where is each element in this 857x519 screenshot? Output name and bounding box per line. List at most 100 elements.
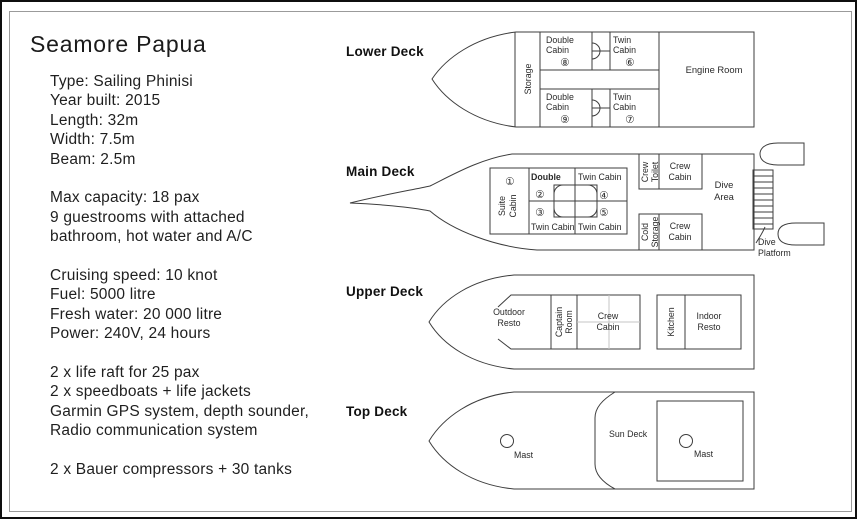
kitchen-label: Kitchen bbox=[666, 307, 676, 336]
double-cabin-9-label: Double bbox=[546, 92, 574, 102]
bathroom-walls-aft bbox=[591, 89, 611, 127]
twin-cabin-6-label: Twin bbox=[613, 35, 631, 45]
crew-cabin-aft-label: Crew bbox=[670, 221, 691, 231]
captain-room-label: Captain bbox=[554, 307, 564, 337]
ladder-rungs bbox=[753, 175, 773, 225]
dive-area-label: Area bbox=[714, 191, 735, 202]
suite-cabin-number: ① bbox=[505, 176, 514, 188]
storage-label: Storage bbox=[523, 63, 533, 94]
twin-cabin-3-label: Twin Cabin bbox=[531, 222, 575, 232]
captain-room-label: Room bbox=[564, 310, 574, 333]
twin-cabin-7-label: Twin bbox=[613, 92, 631, 102]
door-arcs-aft bbox=[591, 99, 601, 117]
spec-line: Fresh water: 20 000 litre bbox=[50, 305, 223, 323]
mast-fore bbox=[500, 434, 514, 448]
upper-deck-hull bbox=[428, 274, 755, 370]
spec-line: Max capacity: 18 pax bbox=[50, 189, 200, 207]
speedboat-fore bbox=[759, 142, 805, 166]
spec-line: Beam: 2.5m bbox=[50, 150, 136, 168]
spec-list: Type: Sailing Phinisi Year built: 2015 L… bbox=[50, 72, 340, 479]
main-deck: Main Deck ① Suite Cabin Double ② Twin Ca… bbox=[346, 142, 825, 258]
shared-bathroom-block bbox=[553, 184, 598, 218]
spec-group-safety: 2 x life raft for 25 pax 2 x speedboats … bbox=[50, 363, 340, 441]
upper-deck: Upper Deck Outdoor Resto Captain Room Cr… bbox=[346, 274, 755, 370]
spec-line: Year built: 2015 bbox=[50, 92, 161, 110]
crew-cabin-fore-label: Cabin bbox=[669, 172, 692, 182]
boat-title: Seamore Papua bbox=[30, 31, 207, 57]
spec-line: Type: Sailing Phinisi bbox=[50, 73, 193, 90]
lower-deck-hull bbox=[431, 31, 755, 128]
spec-line: Cruising speed: 10 knot bbox=[50, 267, 218, 285]
outdoor-resto-boundary bbox=[497, 294, 551, 350]
crew-toilet-label: Toilet bbox=[650, 161, 660, 182]
bathroom-walls-fore bbox=[591, 32, 611, 70]
cabin-7-number: ⑦ bbox=[625, 114, 634, 126]
twin-cabin-5-label: Twin Cabin bbox=[578, 222, 622, 232]
top-deck-hull bbox=[428, 391, 755, 490]
cabin-5-number: ⑤ bbox=[599, 207, 608, 219]
double-cabin-8-label: Cabin bbox=[546, 45, 569, 55]
spec-line: 9 guestrooms with attached bbox=[50, 208, 245, 226]
double-cabin-2-label: Double bbox=[531, 172, 561, 182]
cabin-9-number: ⑨ bbox=[560, 114, 569, 126]
mast-fore-label: Mast bbox=[514, 450, 534, 460]
spec-line: Width: 7.5m bbox=[50, 131, 135, 149]
spec-group-performance: Cruising speed: 10 knot Fuel: 5000 litre… bbox=[50, 266, 340, 344]
spec-group-dimensions: Type: Sailing Phinisi Year built: 2015 L… bbox=[50, 72, 340, 169]
twin-cabin-7-label: Cabin bbox=[613, 102, 636, 112]
spec-line: Power: 240V, 24 hours bbox=[50, 325, 211, 343]
spec-line: Garmin GPS system, depth sounder, bbox=[50, 402, 310, 420]
spec-group-diving: 2 x Bauer compressors + 30 tanks bbox=[50, 460, 340, 479]
indoor-resto-label: Indoor bbox=[697, 311, 722, 321]
twin-cabin-6-label: Cabin bbox=[613, 45, 636, 55]
cabin-3-number: ③ bbox=[535, 207, 544, 219]
crew-cabin-inner-lines bbox=[577, 295, 640, 349]
dive-area-label: Dive bbox=[715, 179, 734, 190]
engine-room-label: Engine Room bbox=[686, 64, 743, 75]
spec-group-capacity: Max capacity: 18 pax 9 guestrooms with a… bbox=[50, 188, 340, 246]
indoor-resto-label: Resto bbox=[698, 322, 721, 332]
kitchen-resto-block bbox=[656, 294, 742, 350]
sun-deck-inner-rect bbox=[656, 400, 744, 482]
spec-line: bathroom, hot water and A/C bbox=[50, 228, 253, 246]
cold-storage-label: Cold bbox=[640, 223, 650, 241]
cold-storage-block bbox=[638, 213, 703, 251]
double-cabin-9-label: Cabin bbox=[546, 102, 569, 112]
spec-line: Fuel: 5000 litre bbox=[50, 286, 156, 304]
dive-platform-label: Platform bbox=[758, 248, 791, 258]
suite-cabin-label: Cabin bbox=[508, 194, 518, 217]
spec-panel: Seamore Papua Type: Sailing Phinisi Year… bbox=[30, 31, 340, 499]
top-deck: Top Deck Mast Sun Deck Mast bbox=[346, 391, 755, 490]
suite-cabin-label: Suite bbox=[497, 196, 507, 216]
spec-line: 2 x Bauer compressors + 30 tanks bbox=[50, 461, 293, 479]
main-deck-title: Main Deck bbox=[346, 164, 415, 179]
crew-toilet-label: Crew bbox=[640, 161, 650, 182]
crew-cabin-label: Cabin bbox=[597, 322, 620, 332]
upper-deck-title: Upper Deck bbox=[346, 284, 423, 299]
outdoor-resto-label: Resto bbox=[498, 318, 521, 328]
cabin-2-number: ② bbox=[535, 189, 544, 201]
twin-cabin-4-label: Twin Cabin bbox=[578, 172, 622, 182]
dive-platform-pointer bbox=[755, 226, 766, 244]
crew-toilet-block bbox=[638, 153, 703, 190]
spec-line: Length: 32m bbox=[50, 111, 139, 129]
lower-deck: Lower Deck Storage Double Cabin ⑧ Twin C… bbox=[346, 31, 755, 128]
outdoor-resto-label: Outdoor bbox=[493, 307, 525, 317]
crew-cabin-fore-label: Crew bbox=[670, 161, 691, 171]
lower-deck-title: Lower Deck bbox=[346, 44, 424, 59]
spec-line: Radio communication system bbox=[50, 422, 258, 440]
double-cabin-8-label: Double bbox=[546, 35, 574, 45]
spec-line: 2 x life raft for 25 pax bbox=[50, 364, 200, 382]
door-arcs-fore bbox=[591, 42, 601, 60]
cabin-6-number: ⑥ bbox=[625, 57, 634, 69]
top-deck-title: Top Deck bbox=[346, 404, 408, 419]
crew-cabin-label: Crew bbox=[598, 311, 619, 321]
bathroom-door-arcs bbox=[553, 184, 598, 218]
sun-deck-label: Sun Deck bbox=[609, 429, 648, 439]
speedboat-aft bbox=[777, 222, 825, 246]
main-deck-hull bbox=[349, 153, 755, 251]
dive-platform-label: Dive bbox=[758, 237, 776, 247]
sun-deck-boundary bbox=[594, 391, 616, 490]
cold-storage-label: Storage bbox=[650, 216, 660, 247]
